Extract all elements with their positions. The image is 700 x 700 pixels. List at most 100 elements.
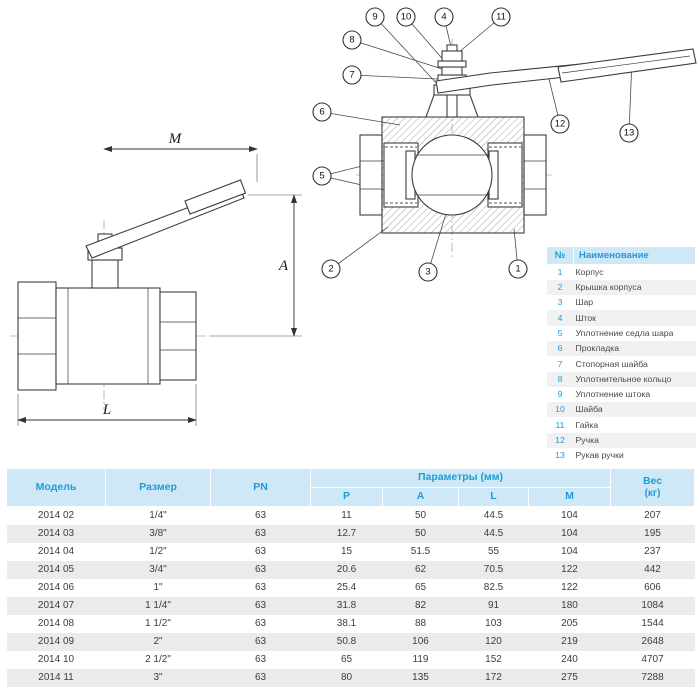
part-name: Стопорная шайба <box>575 358 648 369</box>
parts-header-name: Наименование <box>573 246 696 265</box>
cross-section-drawing: 9 10 4 11 8 7 6 5 2 3 1 12 13 <box>312 7 697 282</box>
spec-a: 50 <box>382 524 459 543</box>
spec-weight: 606 <box>644 582 661 593</box>
svg-text:10: 10 <box>401 12 412 23</box>
part-name: Шток <box>573 310 696 326</box>
svg-text:7: 7 <box>349 70 354 81</box>
spec-m: 219 <box>528 632 611 651</box>
part-name: Прокладка <box>573 340 696 357</box>
spec-l: 152 <box>485 654 502 665</box>
part-number: 3 <box>557 297 563 308</box>
part-number: 11 <box>555 419 565 430</box>
part-name: Уплотнительное кольцо <box>573 371 696 387</box>
part-number: 8 <box>546 371 574 387</box>
spec-header-pn: PN <box>210 468 311 507</box>
spec-l: 172 <box>458 668 529 687</box>
spec-m: 104 <box>561 510 578 522</box>
parts-table-body: 1 Корпус 2 Крышка корпуса 3 Шар 4 Шток 5… <box>546 265 696 464</box>
spec-table-body: 2014 02 1/4" 63 11 50 44.5 104 207 2014 … <box>6 507 695 687</box>
spec-p: 38.1 <box>336 618 357 629</box>
spec-table-row: 2014 09 2" 63 50.8 106 120 219 2648 <box>6 632 695 651</box>
spec-header-weight: Вес (кг) <box>610 468 696 507</box>
dim-label-l: L <box>102 402 111 418</box>
spec-model: 2014 08 <box>37 618 75 629</box>
spec-pn: 63 <box>210 596 311 615</box>
spec-pn: 63 <box>210 632 311 651</box>
callout-1: 1 <box>508 259 528 279</box>
spec-m: 180 <box>528 596 611 615</box>
part-number: 10 <box>546 402 574 418</box>
callout-11: 11 <box>491 7 511 27</box>
part-name: Ручка <box>573 432 696 449</box>
spec-m: 275 <box>528 668 611 687</box>
spec-weight: 442 <box>610 560 695 579</box>
spec-model: 2014 06 <box>37 582 75 593</box>
callout-4: 4 <box>434 7 454 27</box>
svg-text:3: 3 <box>425 267 430 278</box>
part-number: 4 <box>546 310 574 326</box>
spec-m: 122 <box>528 560 611 579</box>
valve-body-side <box>17 281 197 391</box>
dimension-L: L <box>17 384 197 426</box>
spec-a: 88 <box>414 618 427 629</box>
dim-label-a: A <box>278 258 289 274</box>
spec-pn: 63 <box>254 582 267 593</box>
spec-table-row: 2014 10 2 1/2" 63 65 119 152 240 4707 <box>7 651 695 669</box>
spec-a: 82 <box>382 596 459 615</box>
part-name: Уплотнение штока <box>575 389 651 400</box>
spec-pn: 63 <box>254 510 267 522</box>
spec-weight: 207 <box>644 510 661 522</box>
spec-model: 2014 11 <box>6 668 106 687</box>
spec-size: 3" <box>105 668 211 687</box>
parts-table-row: 12 Ручка <box>546 432 696 449</box>
svg-text:12: 12 <box>555 119 566 130</box>
spec-weight: 1084 <box>610 596 695 615</box>
spec-weight: 195 <box>610 524 695 543</box>
spec-table-row: 2014 07 1 1/4" 63 31.8 82 91 180 1084 <box>6 596 695 615</box>
callout-3: 3 <box>418 262 438 282</box>
parts-table-row: 11 Гайка <box>547 417 696 432</box>
spec-l: 91 <box>458 596 529 615</box>
spec-header-weight-unit: (кг) <box>644 487 661 499</box>
callout-12: 12 <box>550 114 570 134</box>
spec-table-row: 2014 04 1/2" 63 15 51.5 55 104 237 <box>7 543 695 561</box>
spec-header-params-group: Параметры (мм) <box>309 468 612 488</box>
part-number: 7 <box>557 358 563 369</box>
parts-table-header-row: № Наименование <box>546 246 696 265</box>
spec-size: 3/4" <box>105 560 211 579</box>
side-view-drawing: M A L <box>10 131 302 426</box>
spec-a: 50 <box>414 510 427 522</box>
parts-table-row: 10 Шайба <box>546 402 696 418</box>
callout-8: 8 <box>342 30 362 50</box>
spec-p: 25.4 <box>336 582 357 593</box>
svg-text:2: 2 <box>328 264 333 275</box>
part-number: 2 <box>546 279 574 296</box>
spec-model: 2014 09 <box>6 632 106 651</box>
spec-table: Модель Размер PN Параметры (мм) Вес (кг)… <box>6 468 696 687</box>
spec-size: 3/8" <box>105 524 211 543</box>
spec-pn: 63 <box>210 524 311 543</box>
svg-text:8: 8 <box>349 35 354 46</box>
svg-text:4: 4 <box>441 12 446 23</box>
spec-p: 50.8 <box>310 632 383 651</box>
spec-p: 80 <box>310 668 383 687</box>
part-number: 9 <box>557 389 563 400</box>
spec-weight: 1544 <box>641 618 664 629</box>
svg-text:5: 5 <box>319 171 324 182</box>
part-name: Шар <box>575 297 594 308</box>
spec-weight: 237 <box>644 546 661 557</box>
spec-table-row: 2014 02 1/4" 63 11 50 44.5 104 207 <box>7 507 695 525</box>
spec-a: 119 <box>412 654 429 665</box>
callout-2: 2 <box>321 259 341 279</box>
parts-header-number: № <box>546 246 574 265</box>
spec-weight: 2648 <box>610 632 695 651</box>
spec-size: 2 1/2" <box>145 654 171 665</box>
spec-p: 11 <box>341 510 352 522</box>
spec-p: 12.7 <box>310 524 383 543</box>
part-name: Корпус <box>575 267 604 278</box>
spec-table-row: 2014 08 1 1/2" 63 38.1 88 103 205 1544 <box>7 615 695 633</box>
spec-table-row: 2014 06 1" 63 25.4 65 82.5 122 606 <box>7 579 695 597</box>
part-number: 1 <box>557 267 563 278</box>
spec-m: 104 <box>561 546 578 557</box>
part-number: 5 <box>557 327 563 338</box>
